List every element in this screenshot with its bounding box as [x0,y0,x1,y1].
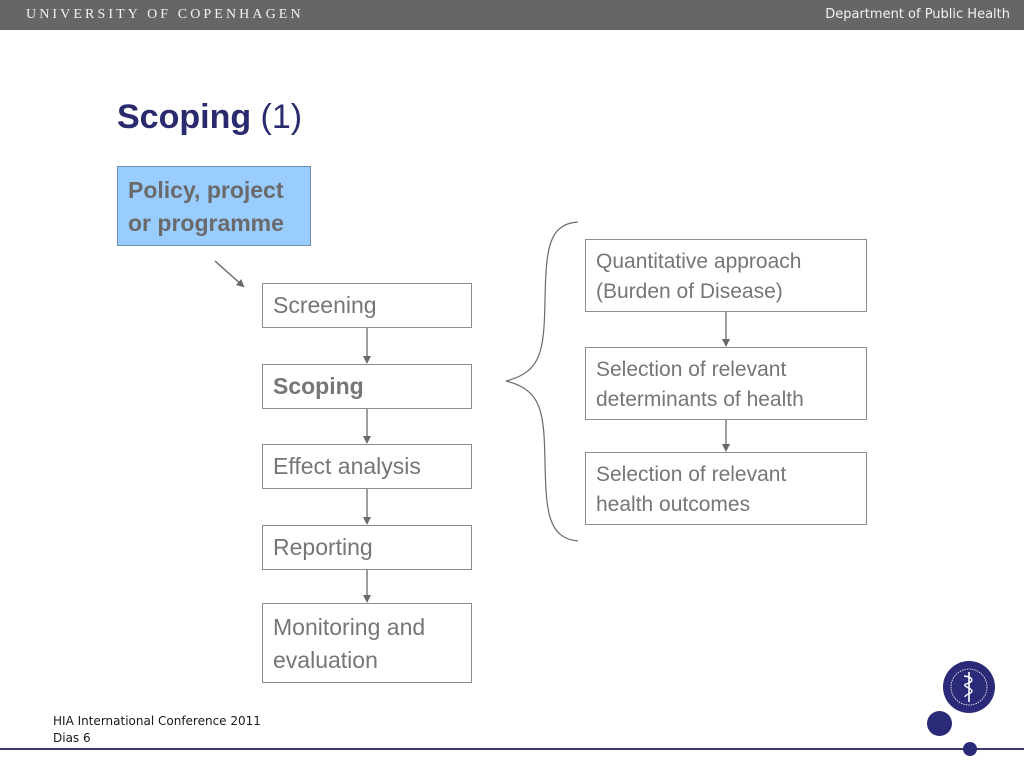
detail-quantitative-approach: Quantitative approach (Burden of Disease… [585,239,867,312]
step-label-line2: evaluation [273,647,378,673]
policy-box: Policy, project or programme [117,166,311,246]
header-bar: UNIVERSITY OF COPENHAGEN Department of P… [0,0,1024,30]
policy-box-line2: or programme [128,210,284,236]
policy-box-line1: Policy, project [128,177,284,203]
step-reporting: Reporting [262,525,472,570]
footer-text: HIA International Conference 2011 Dias 6 [53,713,261,747]
curly-brace-icon [505,221,579,542]
step-monitoring-evaluation: Monitoring and evaluation [262,603,472,683]
slide-number: Dias 6 [53,731,91,745]
slide-title: Scoping (1) [117,98,302,137]
detail-line1: Quantitative approach [596,250,802,273]
detail-health-outcomes: Selection of relevant health outcomes [585,452,867,525]
conference-name: HIA International Conference 2011 [53,714,261,728]
detail-determinants: Selection of relevant determinants of he… [585,347,867,420]
detail-line1: Selection of relevant [596,358,787,381]
decorative-dot-small [963,742,977,756]
detail-line2: determinants of health [596,388,804,411]
step-screening: Screening [262,283,472,328]
faculty-seal-logo [943,661,995,713]
detail-line1: Selection of relevant [596,463,787,486]
detail-line2: health outcomes [596,493,751,516]
detail-line2: (Burden of Disease) [596,280,783,303]
slide-title-number: (1) [251,98,303,136]
step-label: Reporting [273,534,373,560]
slide-title-bold: Scoping [117,98,252,136]
step-label-line1: Monitoring and [273,614,426,640]
step-effect-analysis: Effect analysis [262,444,472,489]
diagonal-arrow-icon [214,260,245,288]
step-label: Scoping [273,373,364,399]
footer-divider [0,748,1024,750]
step-label: Screening [273,292,377,318]
step-scoping: Scoping [262,364,472,409]
decorative-dot-large [927,711,952,736]
step-label: Effect analysis [273,453,421,479]
university-name: UNIVERSITY OF COPENHAGEN [26,7,304,22]
department-name: Department of Public Health [825,7,1010,22]
